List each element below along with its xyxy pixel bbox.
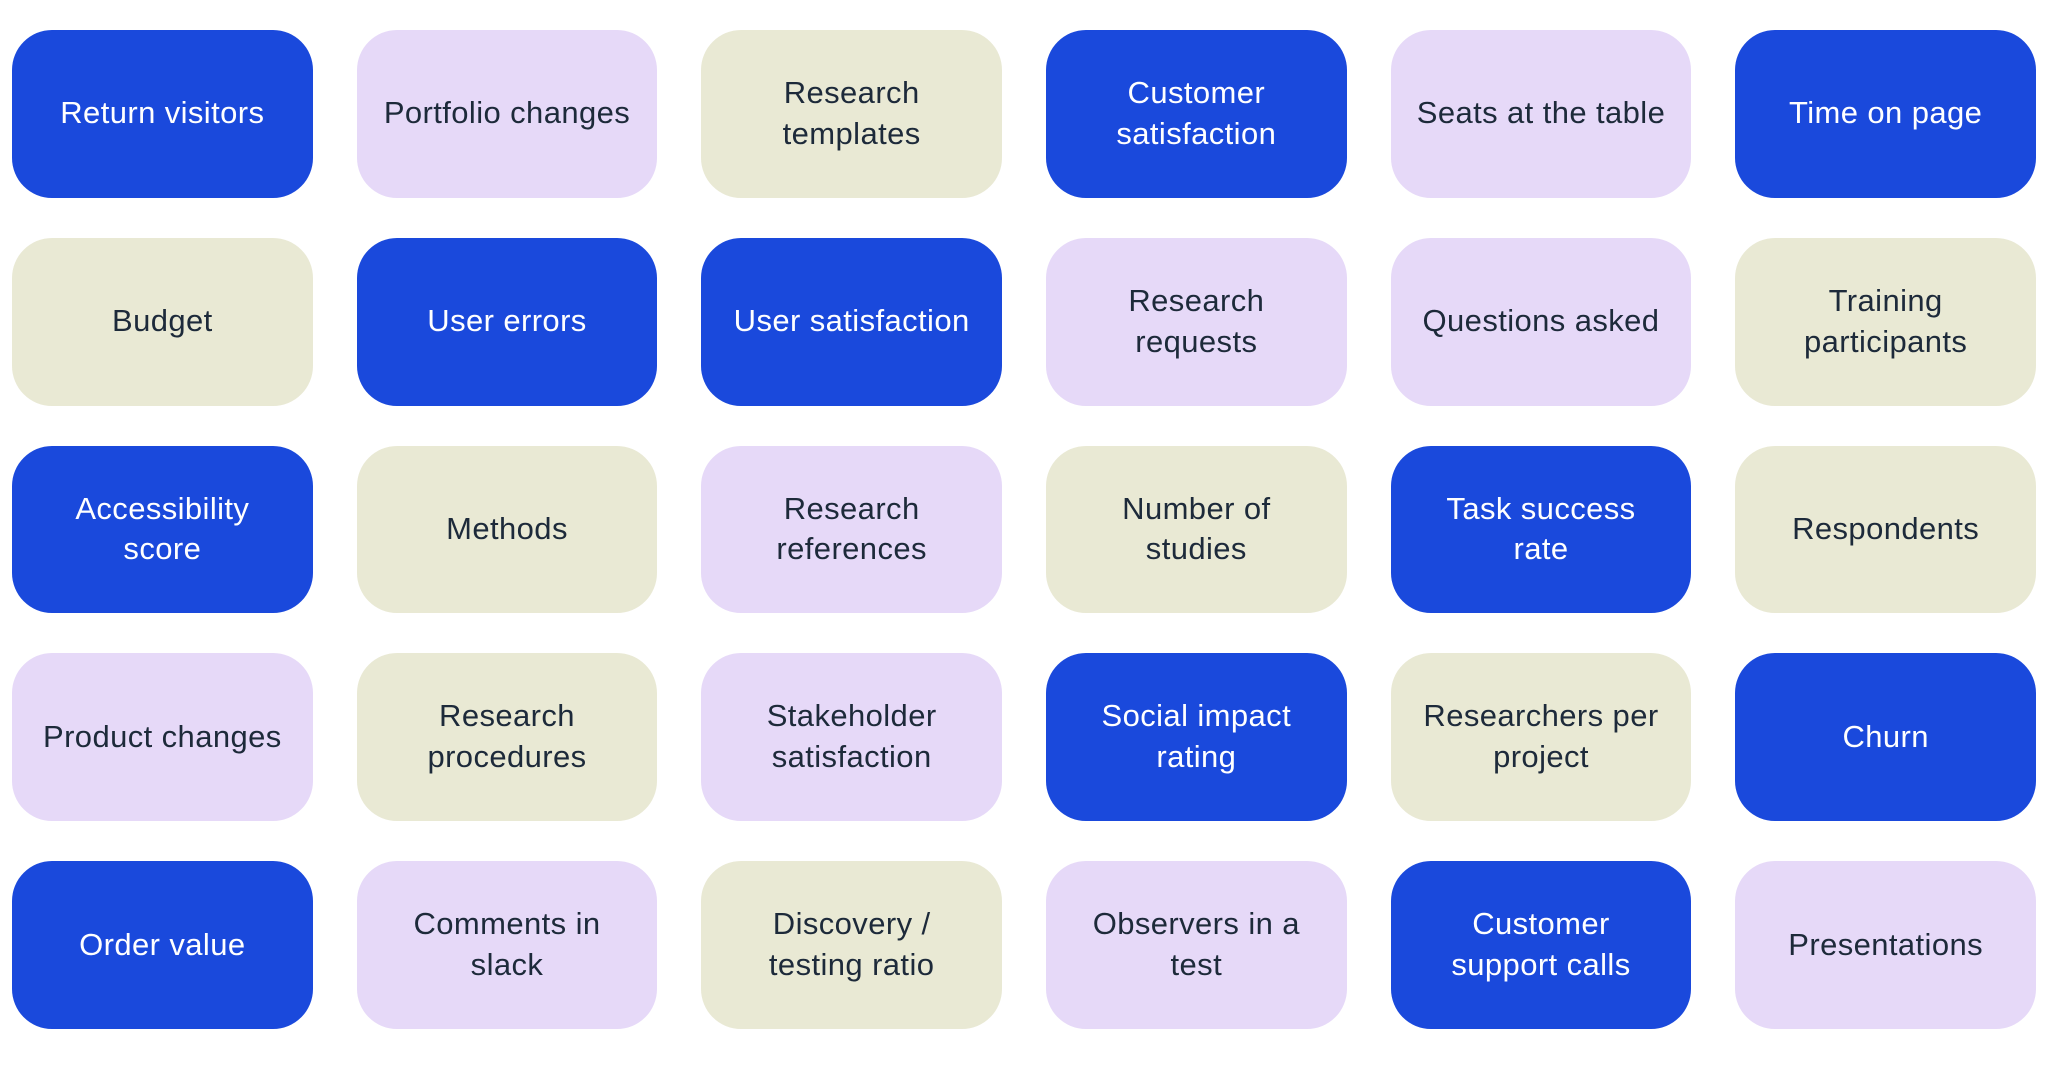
metric-tile[interactable]: Task success rate [1390,445,1692,614]
metric-tile[interactable]: Researchers per project [1390,653,1692,822]
metric-tile[interactable]: Churn [1735,653,2036,822]
metric-tile[interactable]: Budget [12,237,313,406]
metric-tile[interactable]: Training participants [1735,237,2036,406]
metric-tile[interactable]: Research references [701,445,1002,614]
metric-tile[interactable]: Social impact rating [1045,653,1347,822]
metric-tile[interactable]: Portfolio changes [356,30,658,198]
metric-tile[interactable]: Customer support calls [1390,861,1692,1029]
metric-tile[interactable]: Stakeholder satisfaction [701,653,1002,822]
metric-tile[interactable]: Methods [356,445,658,614]
metric-tile[interactable]: Respondents [1735,445,2036,614]
metric-tile[interactable]: User satisfaction [701,237,1002,406]
metric-tile[interactable]: Questions asked [1390,237,1692,406]
metric-tile[interactable]: Seats at the table [1390,30,1692,198]
metric-tile[interactable]: Accessibility score [12,445,313,614]
metric-tile[interactable]: Comments in slack [356,861,658,1029]
metric-tile[interactable]: Order value [12,861,313,1029]
metric-tile[interactable]: Presentations [1735,861,2036,1029]
metric-tile[interactable]: User errors [356,237,658,406]
metric-tile[interactable]: Research procedures [356,653,658,822]
metric-tile[interactable]: Discovery / testing ratio [701,861,1002,1029]
metric-tile[interactable]: Research requests [1045,237,1347,406]
metric-tile[interactable]: Time on page [1735,30,2036,198]
metric-tile[interactable]: Observers in a test [1045,861,1347,1029]
metric-tile[interactable]: Research templates [701,30,1002,198]
metric-tile[interactable]: Customer satisfaction [1045,30,1347,198]
metric-tile[interactable]: Number of studies [1045,445,1347,614]
metric-tile[interactable]: Product changes [12,653,313,822]
metric-tile[interactable]: Return visitors [12,30,313,198]
